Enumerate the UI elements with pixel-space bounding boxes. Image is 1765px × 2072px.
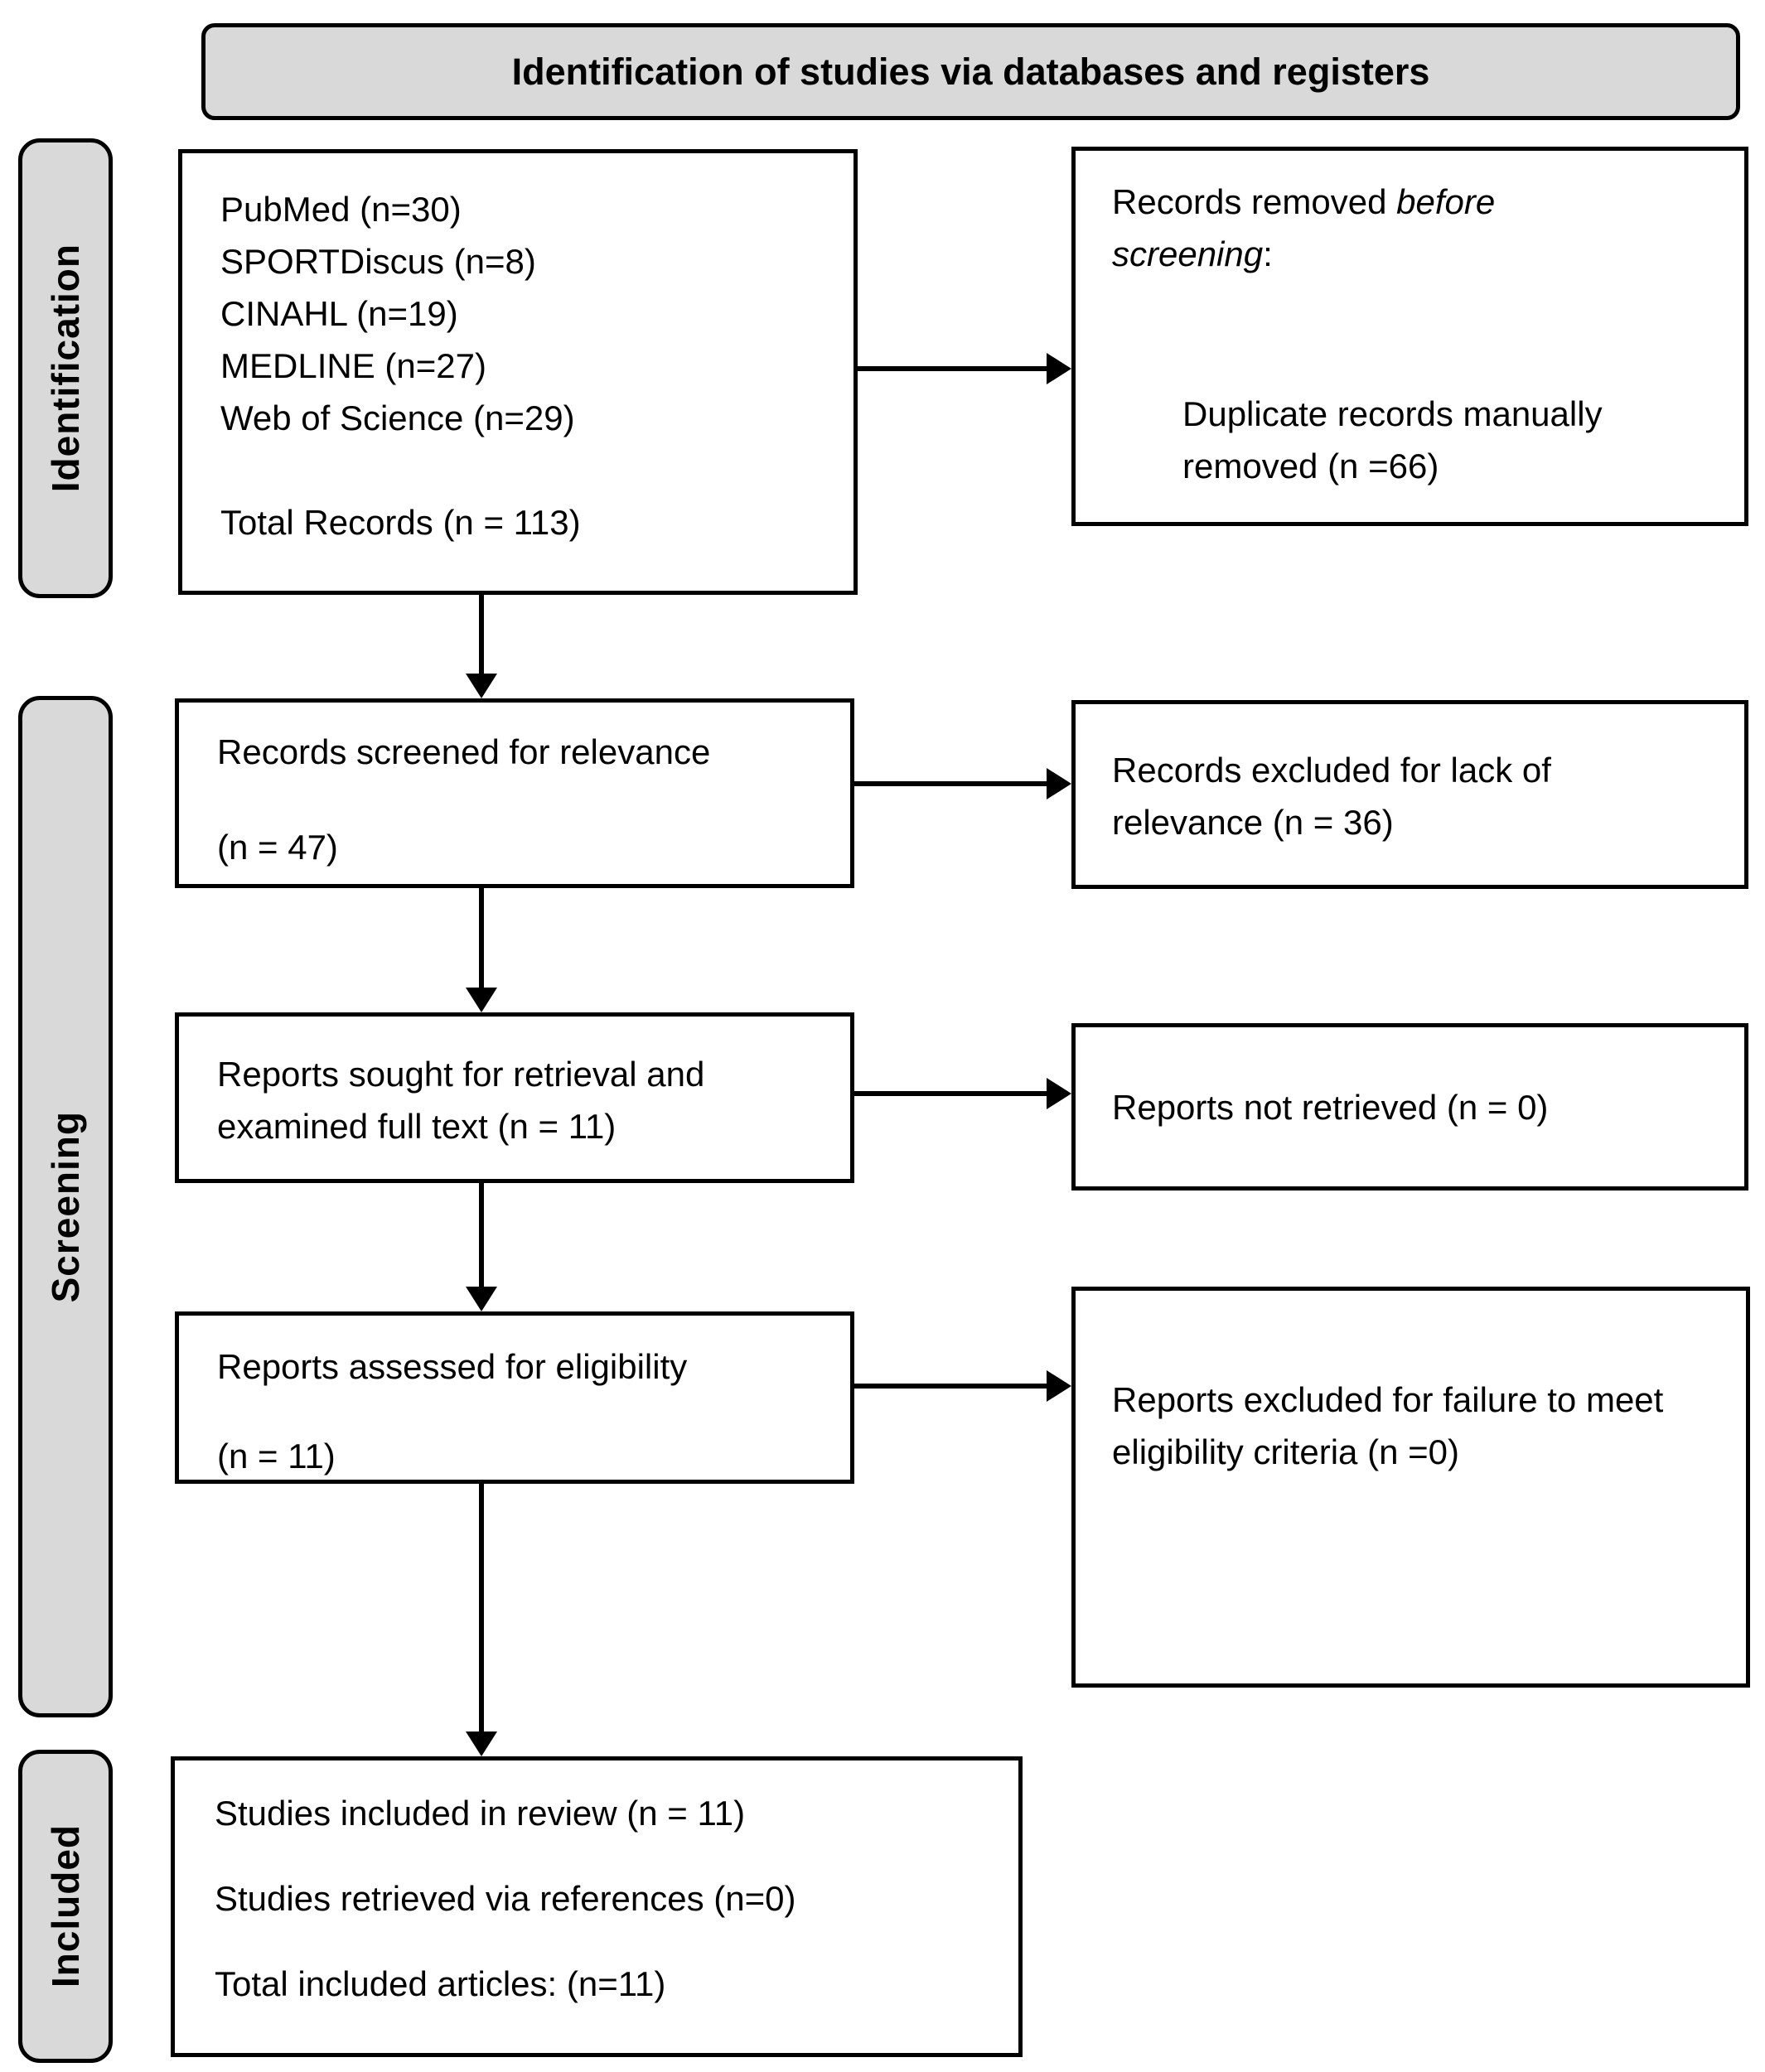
arrow-shaft (854, 1091, 1048, 1096)
diagram-header: Identification of studies via databases … (201, 23, 1740, 120)
arrow-head-down-icon (466, 1287, 497, 1311)
reports-sought-text: Reports sought for retrieval and examine… (217, 1055, 705, 1146)
arrow-shaft (479, 1183, 484, 1288)
arrow-head-down-icon (466, 1731, 497, 1756)
records-screened-line: Records screened for relevance (217, 732, 711, 771)
band-identification: Identification (18, 138, 113, 598)
database-line: PubMed (n=30) (220, 190, 462, 229)
arrow-head-right-icon (1047, 768, 1071, 799)
box-records-screened: Records screened for relevance (n = 47) (175, 698, 854, 888)
included-line: Studies retrieved via references (n=0) (215, 1879, 796, 1918)
total-records-line: Total Records (n = 113) (220, 503, 581, 542)
database-line: CINAHL (n=19) (220, 294, 458, 333)
records-removed-intro: Records removed before screening: (1112, 176, 1576, 280)
included-line: Total included articles: (n=11) (215, 1964, 666, 2003)
reports-excluded-text: Reports excluded for failure to meet eli… (1112, 1380, 1664, 1471)
arrow-head-right-icon (1047, 353, 1071, 384)
database-line: MEDLINE (n=27) (220, 346, 486, 385)
box-database-records: PubMed (n=30) SPORTDiscus (n=8) CINAHL (… (178, 149, 858, 595)
reports-not-retrieved-text: Reports not retrieved (n = 0) (1112, 1087, 1549, 1127)
reports-assessed-line: Reports assessed for eligibility (217, 1347, 688, 1386)
records-removed-colon: : (1263, 234, 1273, 273)
box-records-excluded: Records excluded for lack of relevance (… (1071, 700, 1748, 889)
band-screening: Screening (18, 696, 113, 1717)
band-identification-label: Identification (44, 244, 87, 493)
arrow-shaft (479, 888, 484, 989)
arrow-head-down-icon (466, 988, 497, 1012)
database-line: SPORTDiscus (n=8) (220, 242, 536, 281)
arrow-shaft (858, 366, 1048, 371)
records-excluded-text: Records excluded for lack of relevance (… (1112, 751, 1551, 842)
band-included-label: Included (44, 1824, 87, 1988)
arrow-shaft (854, 781, 1048, 786)
box-reports-excluded: Reports excluded for failure to meet eli… (1071, 1287, 1750, 1688)
arrow-shaft (479, 1484, 484, 1733)
database-line: Web of Science (n=29) (220, 398, 575, 437)
records-removed-prefix: Records removed (1112, 182, 1397, 221)
arrow-shaft (854, 1384, 1048, 1389)
diagram-title: Identification of studies via databases … (511, 50, 1430, 93)
records-screened-count: (n = 47) (217, 828, 338, 867)
included-line: Studies included in review (n = 11) (215, 1794, 746, 1833)
box-records-removed: Records removed before screening: Duplic… (1071, 147, 1748, 526)
reports-assessed-count: (n = 11) (217, 1437, 336, 1476)
arrow-head-right-icon (1047, 1370, 1071, 1402)
records-removed-italic: before screening (1112, 182, 1496, 273)
box-reports-assessed: Reports assessed for eligibility (n = 11… (175, 1311, 854, 1484)
box-reports-sought: Reports sought for retrieval and examine… (175, 1012, 854, 1183)
box-reports-not-retrieved: Reports not retrieved (n = 0) (1071, 1023, 1748, 1191)
band-screening-label: Screening (44, 1110, 87, 1303)
box-studies-included: Studies included in review (n = 11) Stud… (171, 1756, 1023, 2057)
band-included: Included (18, 1750, 113, 2063)
arrow-shaft (479, 595, 484, 675)
arrow-head-right-icon (1047, 1078, 1071, 1109)
duplicates-removed-line: Duplicate records manually removed (n =6… (1182, 394, 1603, 485)
arrow-head-down-icon (466, 674, 497, 698)
